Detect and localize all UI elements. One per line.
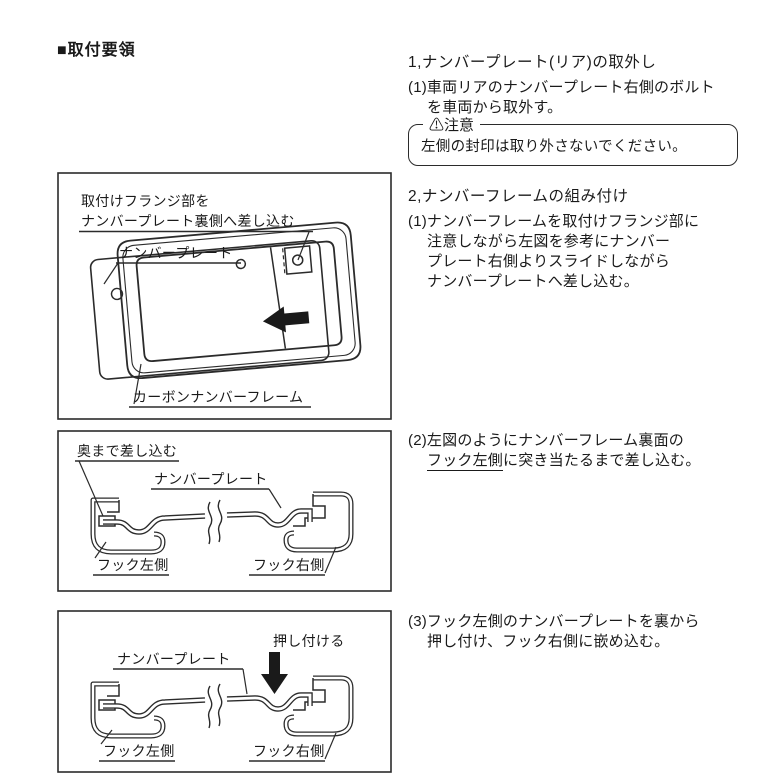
plate-leader-line [268, 488, 282, 509]
hook-left-outline-inner [91, 682, 165, 738]
hook-left-label: フック左側 [103, 743, 175, 759]
hook-left-underlined-term: フック左側 [427, 452, 504, 471]
section2-paragraph1-line1: (1)ナンバーフレームを取付けフランジ部に [408, 213, 700, 230]
hook-left-step [107, 500, 120, 513]
press-label: 押し付ける [273, 633, 345, 649]
hook-left-label: フック左側 [97, 557, 169, 573]
flange-leader-line [297, 231, 310, 261]
hook-right-outline-inner [284, 492, 353, 552]
section2-paragraph3-line1: (3)フック左側のナンバープレートを裏から [408, 613, 700, 630]
hook-right-label: フック右側 [253, 743, 325, 759]
insert-fully-label: 奥まで差し込む [77, 443, 177, 459]
break-mark-right [217, 499, 223, 543]
section2-paragraph1-line4: ナンバープレートへ差し込む。 [427, 273, 639, 290]
flange-label-line1: 取付けフランジ部を [81, 193, 210, 209]
diagram-slide-frame: 取付けフランジ部を ナンバープレート裏側へ差し込む ナンバープレート カーボンナ… [57, 172, 392, 420]
frame-label: カーボンナンバーフレーム [133, 389, 303, 405]
diagram3-border [57, 610, 392, 773]
hook-left-leader-line [100, 729, 113, 745]
plate-label: ナンバープレート [154, 471, 268, 487]
section2-paragraph1-line3: プレート右側よりスライドしながら [427, 253, 670, 270]
break-mark-right [217, 683, 223, 727]
plate-label: ナンバープレート [119, 245, 233, 261]
plate-and-frame-group [89, 221, 362, 380]
hook-left-outline-inner [91, 498, 165, 554]
plate-band-left-core [103, 698, 206, 718]
license-plate [89, 240, 330, 380]
flange-hidden-edge-dashed [282, 248, 286, 276]
break-mark-left [207, 685, 213, 729]
hook-right-leader-line [324, 732, 337, 760]
plate-band-right-core [226, 509, 312, 527]
hook-right-leader-line [324, 546, 337, 574]
caution-box: ⚠注意 左側の封印は取り外さないでください。 [408, 114, 738, 166]
plate-right-edge-line [269, 247, 287, 349]
hook-left-leader-line [94, 541, 107, 559]
frame-leader-line [133, 363, 142, 405]
caution-text: 左側の封印は取り外さないでください。 [421, 138, 687, 155]
mounting-flange-tab [283, 245, 313, 275]
section2-paragraph2-line1: (2)左図のようにナンバーフレーム裏面の [408, 432, 684, 449]
page-title: ■取付要領 [57, 42, 136, 59]
hook-left-section [90, 681, 166, 739]
section1-paragraph: (1)車両リアのナンバープレート右側のボルト を車両から取外す。 [408, 78, 715, 118]
section2-paragraph3: (3)フック左側のナンバープレートを裏から 押し付け、フック右側に嵌め込む。 [408, 612, 700, 652]
hook-right-outline [283, 491, 354, 553]
hook-right-outline [283, 675, 354, 737]
plate-band-right-core [226, 693, 312, 711]
flange-label-line2: ナンバープレート裏側へ差し込む [81, 213, 295, 229]
caution-label: ⚠注意 [423, 114, 481, 135]
hook-left-section [90, 497, 166, 555]
warning-triangle-icon: ⚠ [429, 117, 445, 134]
flange-bolt-hole [291, 254, 304, 266]
plate-band-left-core [103, 514, 206, 534]
section2-paragraph3-line2: 押し付け、フック右側に嵌め込む。 [427, 633, 670, 650]
plate-leader-line [242, 668, 248, 695]
section2-paragraph1: (1)ナンバーフレームを取付けフランジ部に 注意しながら左図を参考にナンバー プ… [408, 212, 699, 292]
insert-fully-leader-line [78, 460, 104, 517]
hook-right-step [293, 494, 326, 527]
hook-right-step [293, 678, 326, 711]
press-down-arrow-icon [261, 652, 288, 694]
section2-paragraph2: (2)左図のようにナンバーフレーム裏面の フック左側に突き当たるまで差し込む。 [408, 431, 701, 471]
diagram-press-right-hook: 押し付ける ナンバープレート フック左側 フック右側 [57, 610, 392, 773]
hook-right-outline-inner [284, 676, 353, 736]
plate-cross-section [103, 683, 313, 729]
hook-right-label: フック右側 [253, 557, 325, 573]
break-mark-left [207, 501, 213, 545]
frame-outer-contour [122, 227, 356, 374]
diagram1-border [57, 172, 392, 420]
caution-label-text: 注意 [444, 117, 475, 134]
plate-center-bolt-hole [235, 258, 247, 270]
section2-paragraph2-line2: フック左側に突き当たるまで差し込む。 [427, 451, 701, 471]
plate-label: ナンバープレート [117, 651, 231, 667]
hook-left-step [107, 684, 120, 697]
plate-left-bolt-hole [110, 287, 124, 301]
diagram-insert-left-hook: 奥まで差し込む ナンバープレート フック左側 フック右側 [57, 430, 392, 592]
hook-right-section [283, 675, 354, 737]
section1-paragraph-line2: を車両から取外す。 [427, 99, 563, 116]
hook-right-section [283, 491, 354, 553]
plate-cross-section [103, 499, 313, 545]
plate-leader-line [103, 262, 119, 285]
section1-paragraph-line1: (1)車両リアのナンバープレート右側のボルト [408, 79, 715, 96]
slide-direction-arrow-icon [262, 306, 310, 333]
section2-heading: 2,ナンバーフレームの組み付け [408, 188, 629, 205]
diagram2-border [57, 430, 392, 592]
section2-paragraph1-line2: 注意しながら左図を参考にナンバー [427, 233, 671, 250]
section1-heading: 1,ナンバープレート(リア)の取外し [408, 54, 657, 71]
section2-paragraph2-line2-rest: に突き当たるまで差し込む。 [503, 452, 701, 469]
